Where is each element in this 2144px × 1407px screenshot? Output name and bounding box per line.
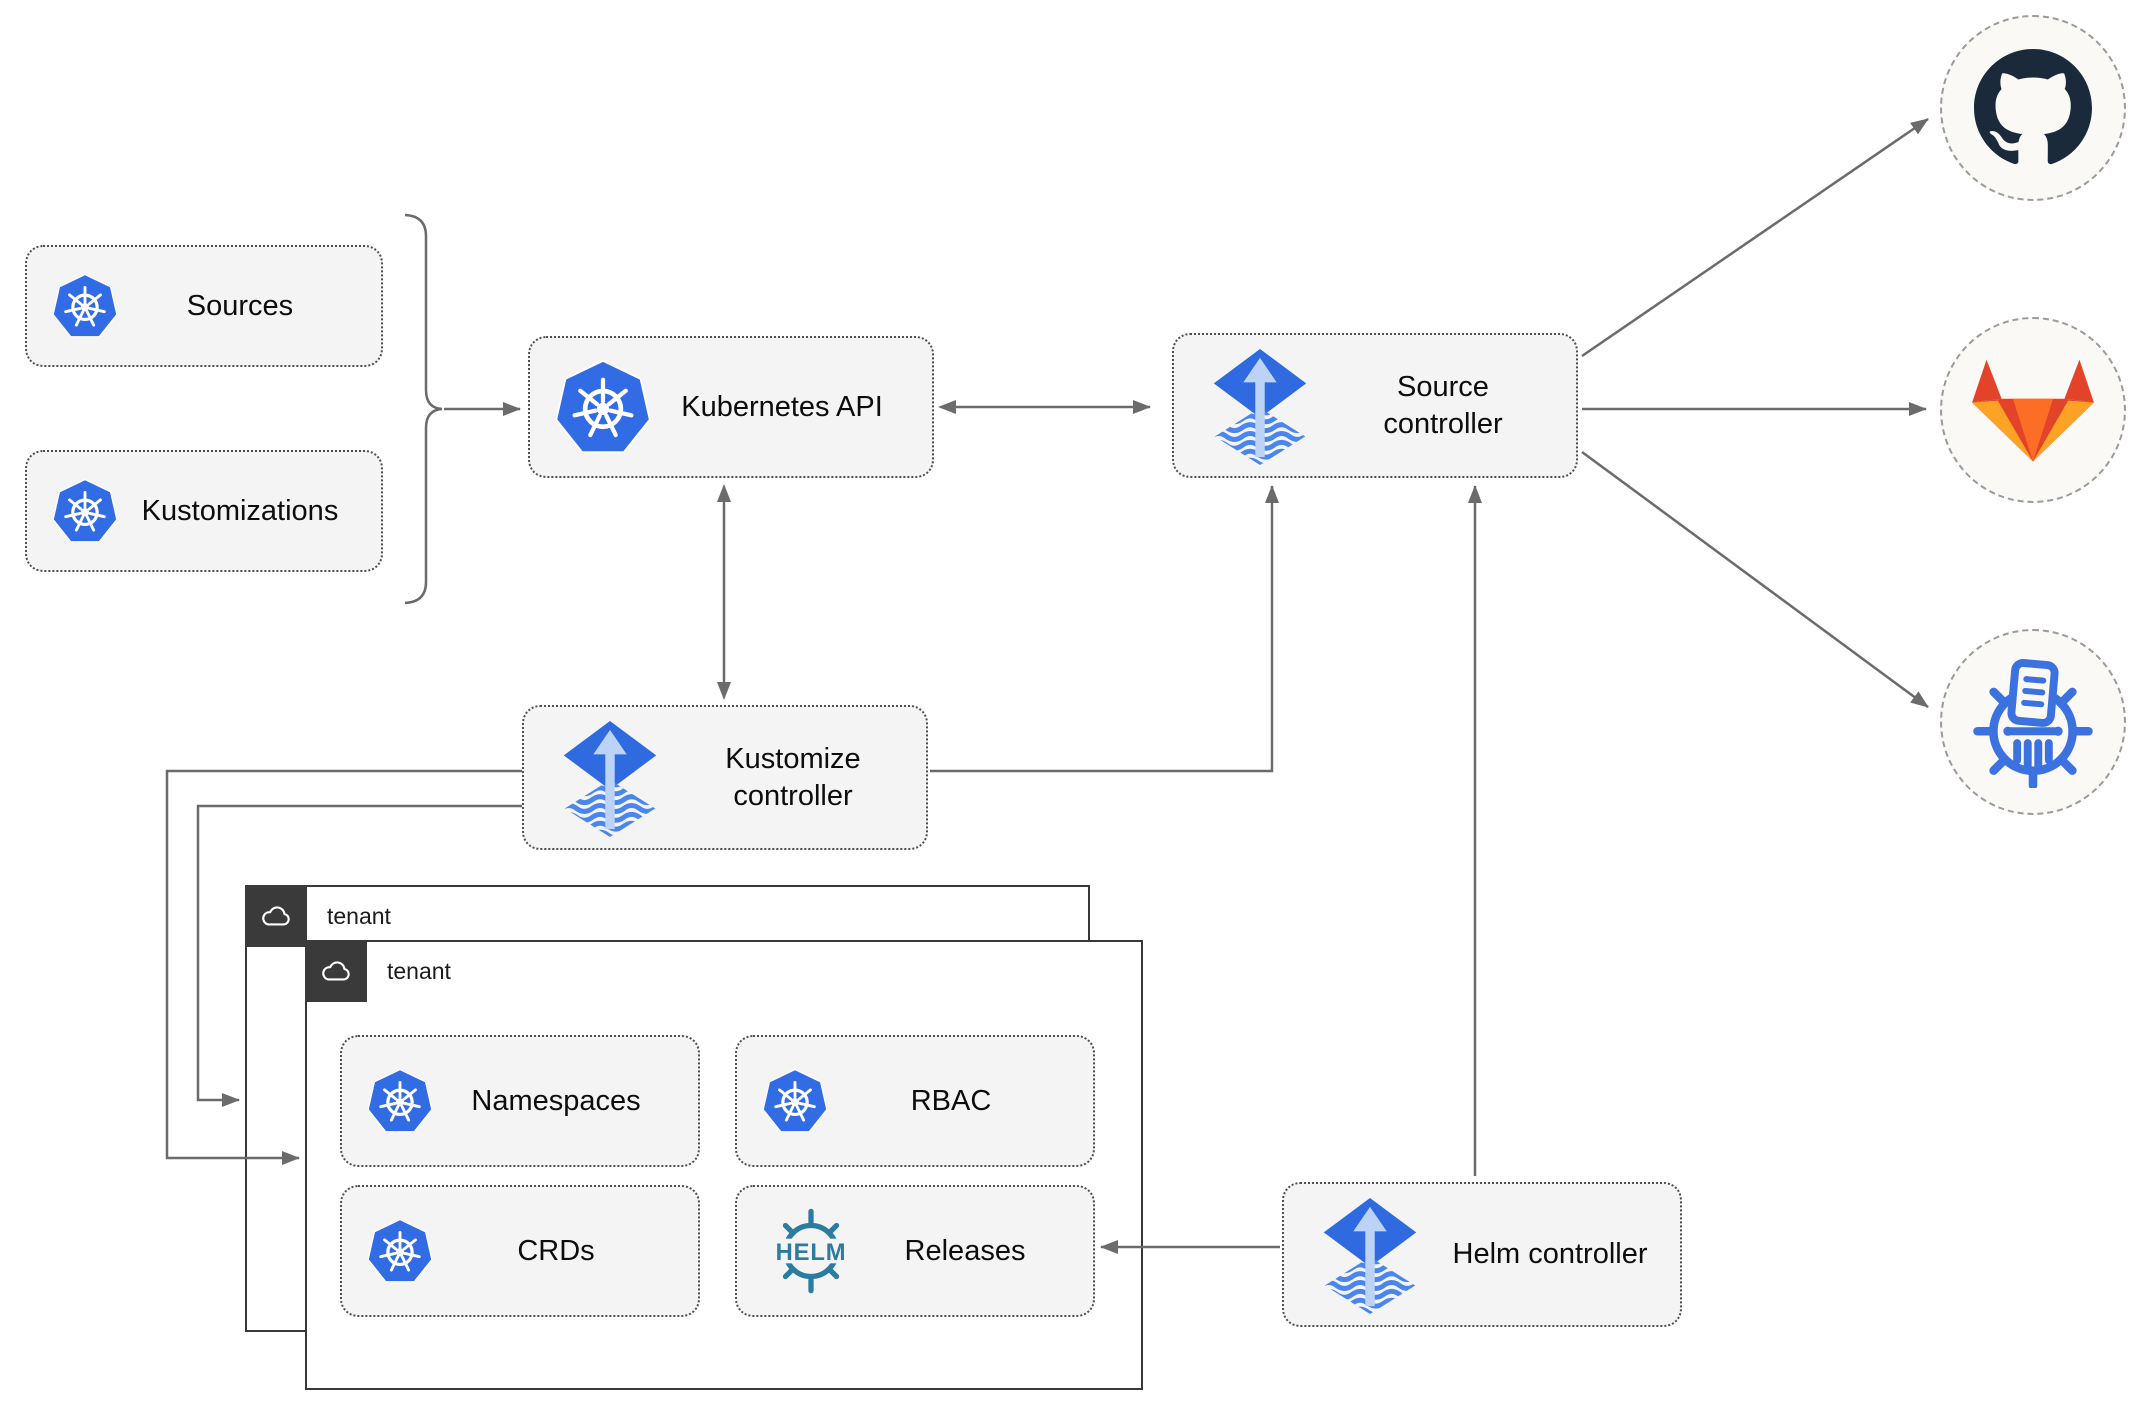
node-label: Source controller (1383, 371, 1503, 440)
tenant-label: tenant (327, 903, 391, 929)
remote-gitlab (1940, 317, 2126, 503)
node-label: Kustomize controller (725, 743, 861, 812)
kubernetes-icon (53, 274, 117, 338)
helm-logo-text: HELM (776, 1239, 847, 1266)
tenant-badge (305, 940, 367, 1002)
helm-icon: HELM (767, 1207, 855, 1295)
node-rbac: RBAC (735, 1035, 1095, 1167)
flux-icon (1320, 1196, 1420, 1314)
node-kustomizations: Kustomizations (25, 450, 383, 572)
flux-icon (1210, 347, 1310, 465)
arrowhead (717, 484, 731, 502)
cloud-icon (317, 952, 355, 990)
kubernetes-icon (53, 479, 117, 543)
node-label: Namespaces (471, 1084, 641, 1117)
node-sources: Sources (25, 245, 383, 367)
remote-chartmuseum (1940, 629, 2126, 815)
node-releases: HELM Releases (735, 1185, 1095, 1317)
arrowhead (717, 682, 731, 700)
node-helm-controller: Helm controller (1282, 1182, 1682, 1327)
edge-kustomizectl-to-sourcectl (930, 485, 1279, 773)
tenant-badge (245, 885, 307, 947)
remote-github (1940, 15, 2126, 201)
kubernetes-icon (556, 360, 650, 454)
flux-icon (560, 719, 660, 837)
node-kustomize-controller: Kustomize controller (522, 705, 928, 850)
tenant-label: tenant (387, 958, 451, 984)
node-label: Sources (186, 289, 294, 322)
chartmuseum-icon (1967, 656, 2099, 788)
node-label: Helm controller (1452, 1238, 1648, 1271)
node-kubernetes-api: Kubernetes API (528, 336, 934, 478)
node-label: Kubernetes API (681, 390, 883, 423)
kubernetes-icon (763, 1069, 827, 1133)
node-label: RBAC (910, 1084, 992, 1117)
node-namespaces: Namespaces (340, 1035, 700, 1167)
node-source-controller: Source controller (1172, 333, 1578, 478)
node-crds: CRDs (340, 1185, 700, 1317)
node-label: Releases (904, 1234, 1026, 1267)
arrowhead (938, 400, 956, 414)
node-label: CRDs (517, 1234, 595, 1267)
gitlab-icon (1970, 356, 2096, 464)
brace-sources-group (404, 213, 443, 605)
kubernetes-icon (368, 1069, 432, 1133)
node-label: Kustomizations (141, 494, 339, 527)
github-icon (1974, 49, 2092, 167)
edge-sourcectl-to-chartmuseum (1581, 450, 1929, 709)
edge-sourcectl-to-github (1581, 117, 1929, 358)
cloud-icon (257, 897, 295, 935)
kubernetes-icon (368, 1219, 432, 1283)
